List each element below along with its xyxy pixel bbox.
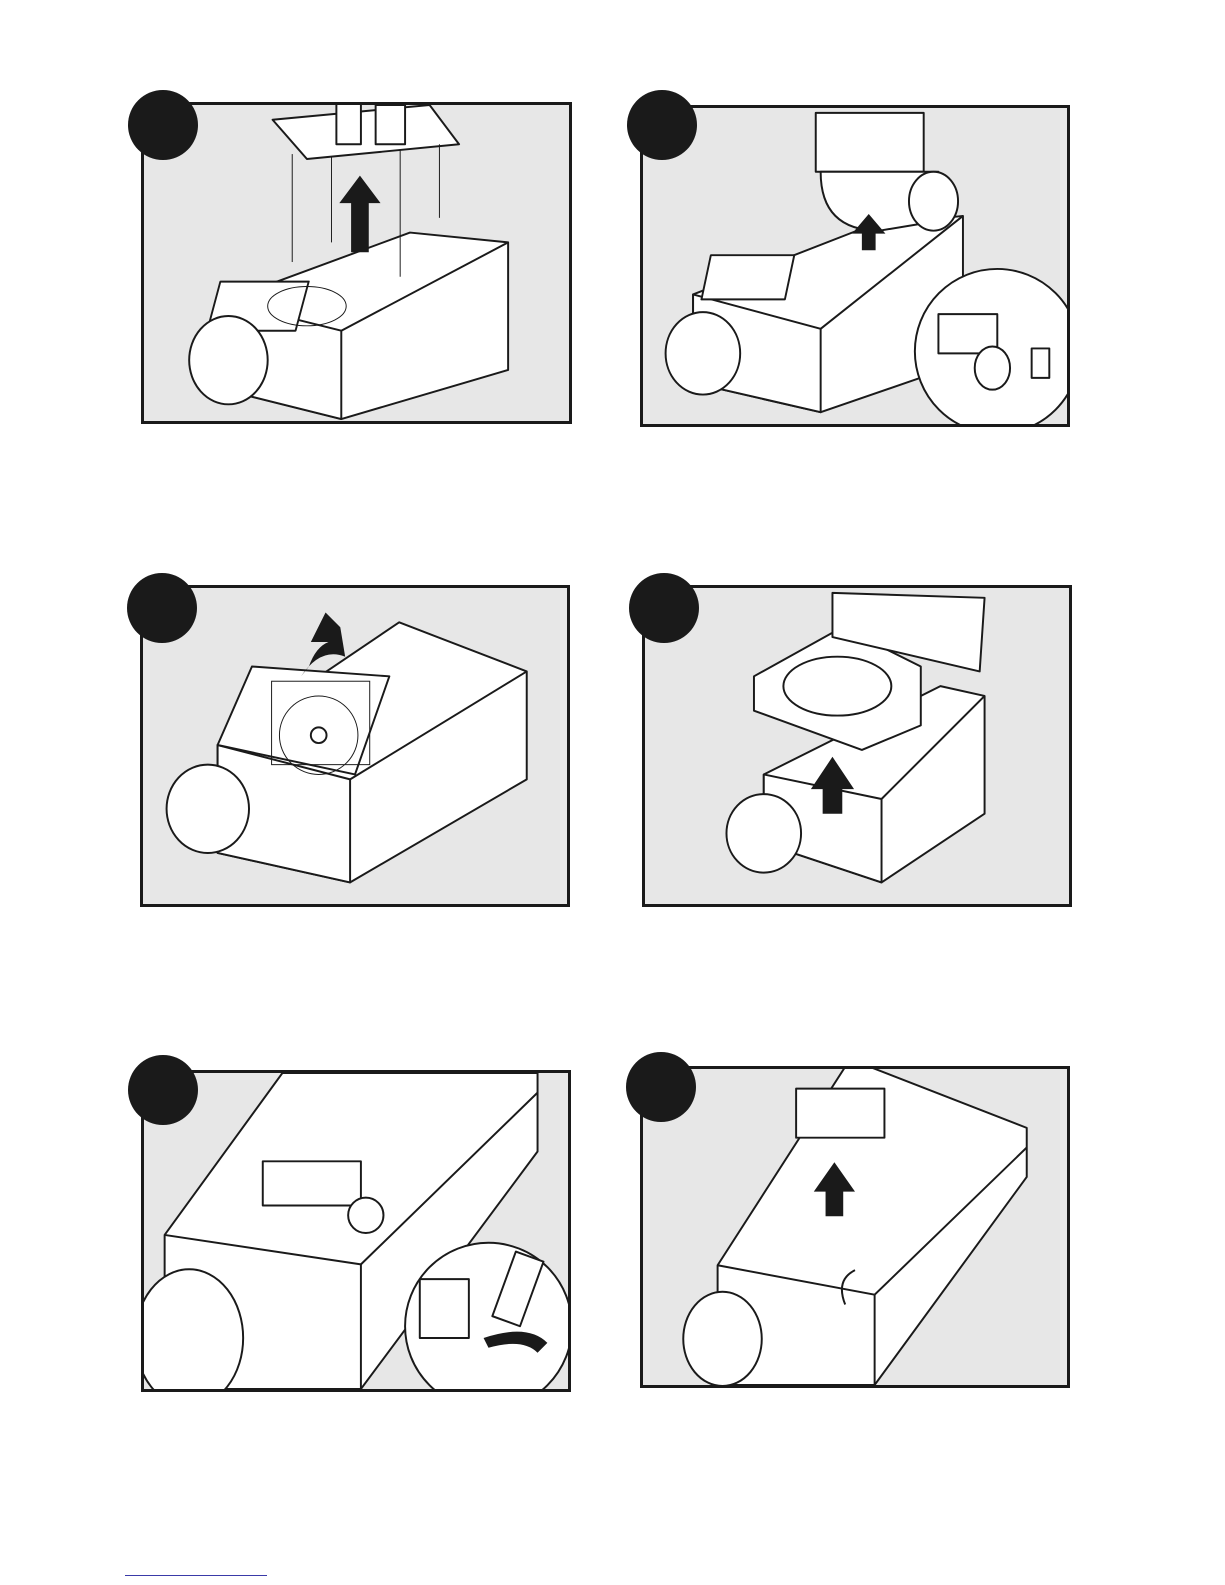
step-badge-2 xyxy=(627,90,697,160)
step-badge-1 xyxy=(128,90,198,160)
blower-assembly-illustration xyxy=(643,108,1067,424)
step-badge-6 xyxy=(626,1052,696,1122)
panel-3 xyxy=(140,585,570,907)
step-badge-3 xyxy=(127,573,197,643)
footer-rule xyxy=(125,1575,267,1576)
housing-insert-illustration xyxy=(645,588,1069,904)
panel-1 xyxy=(141,102,572,424)
step-badge-5 xyxy=(128,1055,198,1125)
receptacle-screw-illustration xyxy=(144,1073,568,1389)
panel-2 xyxy=(640,105,1070,427)
grille-removal-illustration xyxy=(143,588,567,904)
receptacle-lift-illustration xyxy=(643,1069,1067,1385)
step-badge-4 xyxy=(629,573,699,643)
panel-6 xyxy=(640,1066,1070,1388)
panel-4 xyxy=(642,585,1072,907)
motor-plate-illustration xyxy=(144,105,569,421)
panel-5 xyxy=(141,1070,571,1392)
